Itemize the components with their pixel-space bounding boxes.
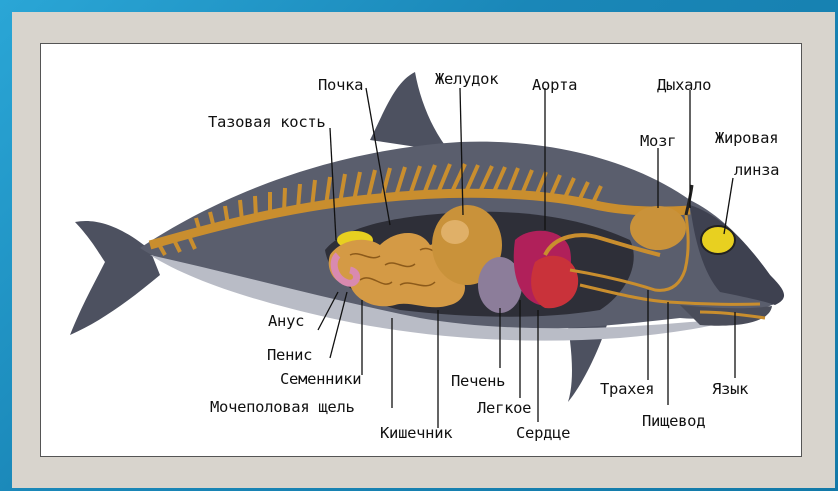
label-testes: Семенники [280, 370, 361, 388]
label-melon-line2: линза [734, 161, 779, 179]
label-aorta: Аорта [532, 76, 577, 94]
label-intestine: Кишечник [380, 424, 452, 442]
label-stomach: Желудок [435, 70, 498, 88]
stomach-highlight [441, 220, 469, 244]
label-esophagus: Пищевод [642, 412, 705, 430]
label-tongue: Язык [712, 380, 748, 398]
label-blowhole: Дыхало [657, 76, 711, 94]
label-pelvic-bone: Тазовая кость [208, 113, 325, 131]
label-kidney: Почка [318, 76, 363, 94]
label-anus: Анус [268, 312, 304, 330]
tail-fluke [70, 221, 160, 335]
melon [701, 226, 735, 254]
brain [630, 206, 686, 250]
label-liver: Печень [451, 372, 505, 390]
label-trachea: Трахея [600, 380, 654, 398]
label-lung: Легкое [477, 399, 531, 417]
label-urogenital-slit: Мочеполовая щель [210, 398, 355, 416]
label-melon-line1: Жировая [715, 129, 778, 147]
label-heart: Сердце [516, 424, 570, 442]
label-brain: Мозг [640, 132, 676, 150]
label-penis: Пенис [267, 346, 312, 364]
